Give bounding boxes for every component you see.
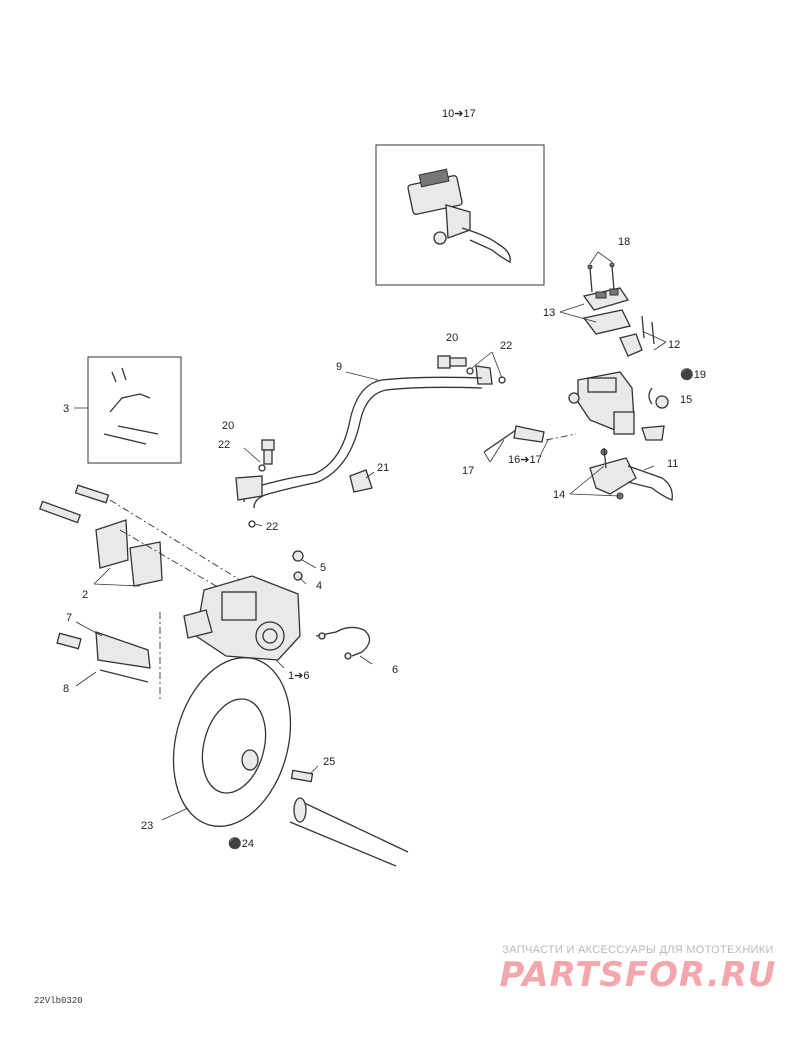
caliper-brake-line — [315, 626, 371, 660]
brake-caliper — [159, 550, 304, 700]
callout-16-17: 16➔17 — [508, 454, 542, 466]
banjo-bolt-lower — [235, 439, 275, 528]
pad-pin-kit — [87, 356, 182, 464]
callout-9: 9 — [336, 361, 342, 373]
axle-shaft — [289, 769, 409, 867]
callout-20-lower: 20 — [222, 420, 234, 432]
callout-25: 25 — [323, 756, 335, 768]
brake-lever — [589, 447, 673, 501]
callout-10-17: 10➔17 — [442, 108, 476, 120]
brake-disc — [172, 657, 292, 846]
callout-12: 12 — [668, 339, 680, 351]
callout-1-6: 1➔6 — [288, 670, 309, 682]
callout-19: ⚫19 — [680, 368, 706, 381]
brake-light-switch — [483, 425, 577, 453]
callout-18: 18 — [618, 236, 630, 248]
callout-3: 3 — [63, 403, 69, 415]
callout-22-upper: 22 — [500, 340, 512, 352]
callout-14: 14 — [553, 489, 565, 501]
banjo-bolt-upper — [437, 355, 506, 385]
callout-22-lower: 22 — [218, 439, 230, 451]
callout-24: ⚫24 — [228, 837, 254, 850]
callout-11: 11 — [667, 458, 678, 470]
callout-23: 23 — [141, 820, 153, 832]
callout-2: 2 — [82, 589, 88, 601]
callouts: 10➔17 18 13 12 20 22 9 ⚫19 15 3 20 22 21… — [63, 108, 706, 850]
reservoir-cap — [582, 262, 631, 335]
watermark-logo: PARTSFOR.RU — [499, 955, 777, 995]
callout-4: 4 — [316, 580, 322, 592]
callout-5: 5 — [320, 562, 326, 574]
leader-lines — [74, 251, 667, 821]
master-cylinder-assembly-inset — [375, 144, 545, 286]
watermark-caption: ЗАПЧАСТИ И АКСЕССУАРЫ ДЛЯ МОТОТЕХНИКИ — [502, 944, 774, 956]
callout-6: 6 — [392, 664, 398, 676]
drawing-id: 22Vlb0320 — [34, 996, 83, 1006]
callout-8: 8 — [63, 683, 69, 695]
callout-7: 7 — [66, 612, 72, 624]
callout-21: 21 — [377, 462, 389, 474]
callout-22-caliper: 22 — [266, 521, 278, 533]
caliper-bracket — [56, 631, 151, 683]
callout-17: 17 — [462, 465, 474, 477]
callout-20-upper: 20 — [446, 332, 458, 344]
callout-15: 15 — [680, 394, 692, 406]
master-cylinder — [568, 315, 669, 441]
callout-13: 13 — [543, 307, 555, 319]
brake-hose — [243, 376, 483, 509]
brake-pads — [39, 484, 241, 601]
watermark: ЗАПЧАСТИ И АКСЕССУАРЫ ДЛЯ МОТОТЕХНИКИ PA… — [488, 944, 788, 994]
